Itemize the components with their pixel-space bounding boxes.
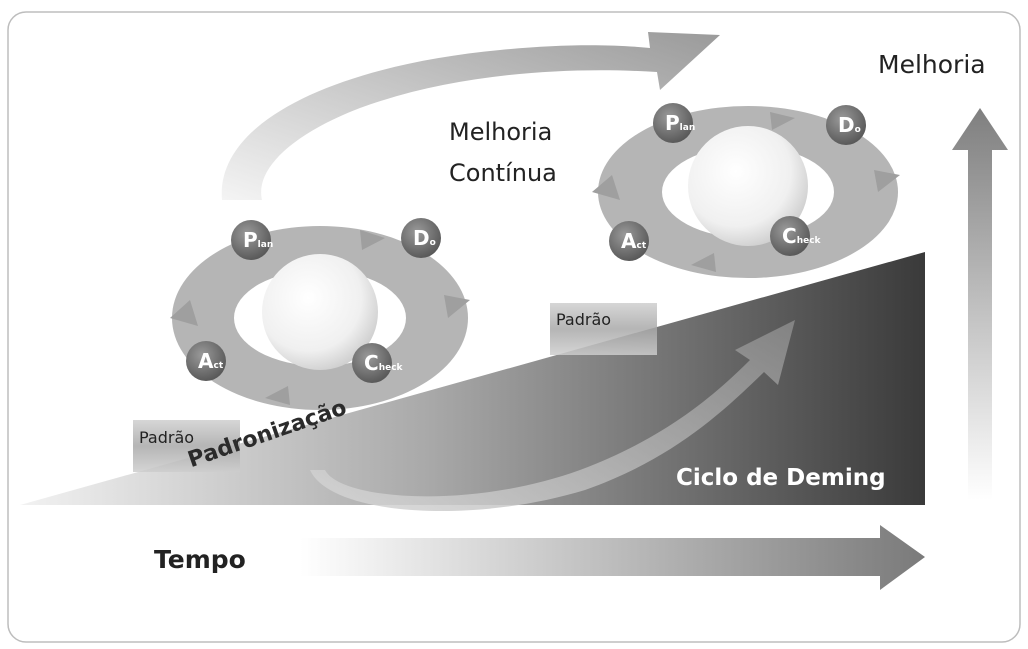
cycle2-do-badge: Do	[838, 115, 861, 135]
standard-label-1: Padrão	[139, 428, 194, 447]
vertical-axis-label: Melhoria	[878, 50, 986, 79]
cycle2-check-badge: Check	[782, 226, 821, 246]
cycle2-act-badge: Act	[621, 231, 646, 251]
horizontal-axis-label: Tempo	[154, 545, 246, 574]
cycle1-act-badge: Act	[198, 351, 223, 371]
continuous-improvement-label-line2: Contínua	[449, 159, 557, 187]
deming-cycle-label: Ciclo de Deming	[676, 465, 886, 491]
cycle1-plan-badge: Plan	[243, 230, 273, 250]
continuous-improvement-label-line1: Melhoria	[449, 118, 552, 146]
cycle2-plan-badge: Plan	[665, 113, 695, 133]
cycle1-do-badge: Do	[413, 228, 436, 248]
cycle1-check-badge: Check	[364, 353, 403, 373]
standard-label-2: Padrão	[556, 310, 611, 329]
